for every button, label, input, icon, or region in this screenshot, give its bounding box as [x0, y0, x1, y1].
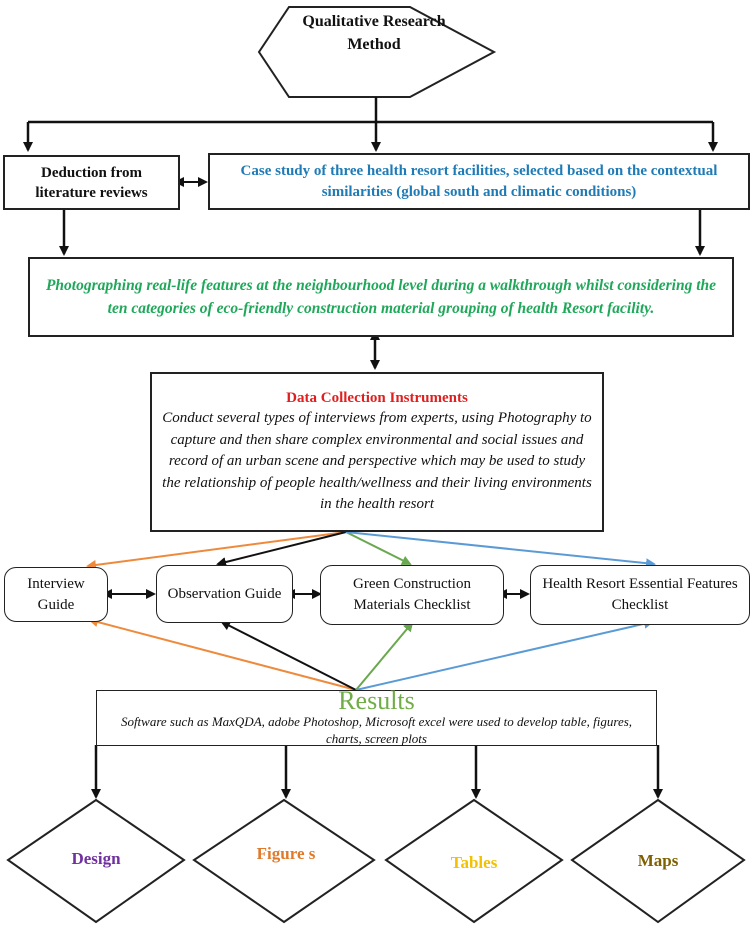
results-box: Results Software such as MaxQDA, adobe P…: [96, 686, 657, 746]
green-checklist-box: Green Construction Materials Checklist: [320, 565, 504, 625]
tables-label: Tables: [450, 853, 498, 872]
method-hexagon: [257, 6, 497, 98]
design-diamond: [6, 798, 186, 924]
data-collection-box: Data Collection Instruments Conduct seve…: [150, 372, 604, 532]
results-title: Results: [338, 686, 415, 715]
method-title: Qualitative Research Method: [302, 13, 446, 53]
figures-diamond: [192, 798, 376, 924]
deduction-text: Deduction from literature reviews: [35, 164, 148, 201]
observation-guide-label: Observation Guide: [167, 585, 282, 602]
resort-checklist-box: Health Resort Essential Features Checkli…: [530, 565, 750, 625]
fanin-connectors: [88, 617, 654, 691]
tables-diamond: [384, 798, 564, 924]
resort-checklist-label: Health Resort Essential Features Checkli…: [542, 576, 738, 613]
photographing-box: Photographing real-life features at the …: [28, 257, 734, 337]
case-study-box: Case study of three health resort facili…: [208, 153, 750, 210]
interview-guide-label: Interview Guide: [27, 575, 85, 613]
green-checklist-label: Green Construction Materials Checklist: [353, 576, 471, 613]
to-photographing-connectors: [59, 210, 705, 256]
deduction-box: Deduction from literature reviews: [3, 155, 180, 210]
photographing-text: Photographing real-life features at the …: [45, 277, 717, 317]
maps-diamond: [570, 798, 746, 924]
design-label: Design: [71, 849, 121, 868]
top-branch-connector: [23, 97, 718, 152]
interview-guide-box: Interview Guide: [4, 567, 108, 622]
maps-label: Maps: [637, 851, 679, 870]
output-diamonds: [6, 798, 746, 924]
data-collection-body: Conduct several types of interviews from…: [162, 410, 592, 513]
results-body: Software such as MaxQDA, adobe Photoshop…: [120, 714, 633, 746]
case-study-text: Case study of three health resort facili…: [240, 162, 718, 200]
figures-label: Figure s: [256, 844, 316, 863]
results-branch-connector: [91, 745, 663, 799]
data-collection-title: Data Collection Instruments: [286, 390, 468, 407]
observation-guide-box: Observation Guide: [156, 565, 293, 623]
fanout-connectors: [86, 531, 656, 570]
